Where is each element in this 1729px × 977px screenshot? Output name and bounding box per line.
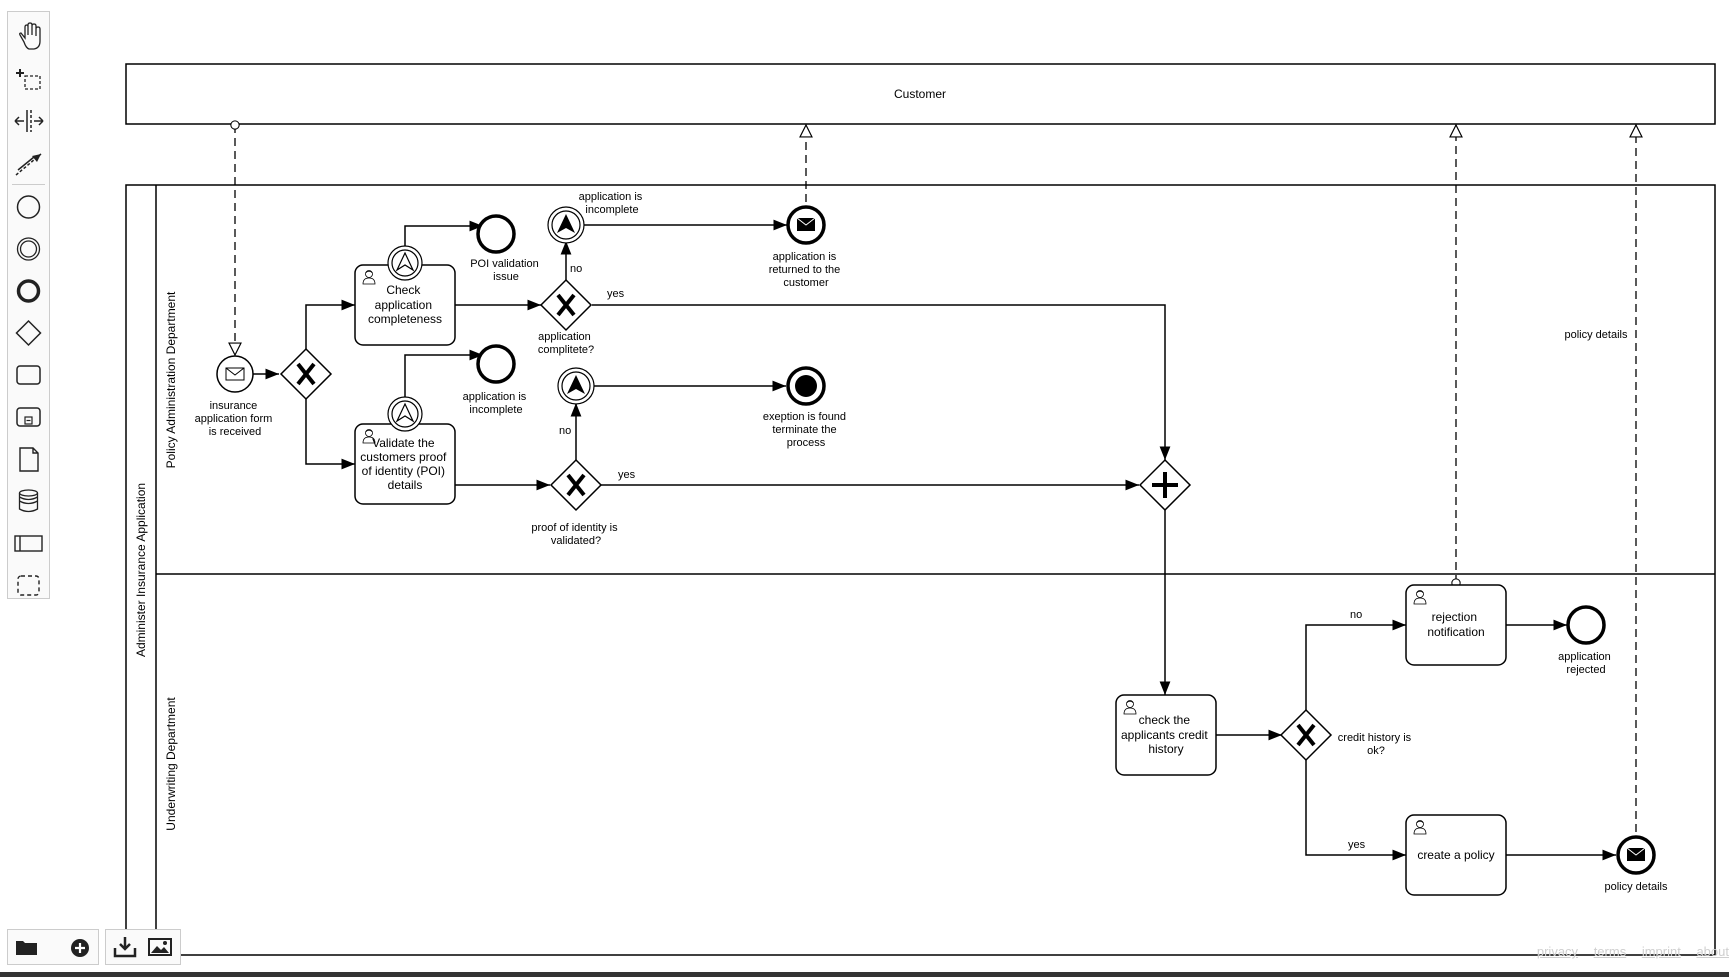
message-end-returned-label: application is returned to the customer: [769, 251, 844, 289]
terminate-end-event[interactable]: [786, 366, 826, 406]
task-check-completeness[interactable]: Check application completeness: [354, 264, 456, 346]
message-end-event-policy[interactable]: [1616, 835, 1656, 875]
file-actions: [7, 929, 99, 965]
flow-boundary-to-poi-issue[interactable]: [404, 220, 483, 247]
data-object-icon[interactable]: [10, 440, 47, 478]
intermediate-event-icon[interactable]: [10, 230, 47, 268]
flow-label-no-3: no: [1350, 609, 1362, 621]
boundary-escalation-event-1[interactable]: [387, 245, 423, 281]
parallel-gateway[interactable]: [1138, 458, 1192, 512]
exclusive-gateway-poi[interactable]: [549, 458, 603, 512]
start-message-event[interactable]: [216, 355, 254, 393]
download-icon[interactable]: [109, 931, 141, 963]
flow-split-to-validate[interactable]: [305, 399, 355, 470]
task-rejection-label: rejection notification: [1427, 610, 1484, 639]
export-image-icon[interactable]: [144, 931, 176, 963]
main-pool-label: Administer Insurance Application: [134, 483, 148, 657]
exclusive-gateway-split[interactable]: [279, 347, 333, 401]
footer-links: privacy terms imprint about: [1525, 944, 1729, 959]
customer-pool[interactable]: Customer: [125, 63, 1716, 125]
escalation-1-label: application is incomplete: [579, 191, 646, 216]
privacy-link[interactable]: privacy: [1536, 944, 1579, 959]
flow-yes-to-parallel[interactable]: [592, 304, 1171, 460]
data-store-icon[interactable]: [10, 482, 47, 520]
flow-yes-to-policy[interactable]: [1305, 760, 1406, 861]
group-icon[interactable]: [10, 566, 47, 604]
terms-link[interactable]: terms: [1593, 944, 1627, 959]
escalation-throw-event-2[interactable]: [557, 367, 595, 405]
export-actions: [105, 929, 181, 965]
task-create-policy[interactable]: create a policy: [1405, 814, 1507, 896]
flow-boundary-to-incomplete[interactable]: [404, 349, 483, 406]
task-validate-label: Validate the customers proof of identity…: [360, 436, 449, 492]
end-poi-issue-label: POI validation issue: [470, 258, 542, 283]
imprint-link[interactable]: imprint: [1641, 944, 1681, 959]
policy-details-flow-label: policy details: [1565, 329, 1628, 341]
end-event-icon[interactable]: [10, 272, 47, 310]
exclusive-gateway-complete[interactable]: [539, 278, 593, 332]
gateway-credit-label: credit history is ok?: [1338, 732, 1414, 757]
sequence-flows: [253, 219, 1616, 861]
task-rejection-notification[interactable]: rejection notification: [1405, 584, 1507, 666]
boundary-escalation-event-2[interactable]: [387, 396, 423, 432]
end-event-rejected[interactable]: [1566, 605, 1606, 645]
end-event-incomplete[interactable]: [476, 344, 516, 384]
lasso-tool-icon[interactable]: [10, 60, 47, 98]
exclusive-gateway-credit[interactable]: [1279, 708, 1333, 762]
pool-icon[interactable]: [10, 524, 47, 562]
task-policy-label: create a policy: [1417, 848, 1494, 862]
end-rejected-label: application rejected: [1558, 651, 1614, 676]
customer-pool-label: Customer: [894, 87, 946, 101]
connect-tool-icon[interactable]: [10, 144, 47, 182]
flow-label-no-2: no: [559, 425, 571, 437]
task-validate-poi[interactable]: Validate the customers proof of identity…: [354, 423, 456, 505]
end-incomplete-label: application is incomplete: [463, 391, 530, 416]
open-folder-icon[interactable]: [11, 931, 43, 963]
message-flows: [235, 125, 1636, 832]
tool-palette: [7, 11, 50, 599]
task-icon[interactable]: [10, 356, 47, 394]
hand-tool-icon[interactable]: [10, 18, 47, 56]
bottom-border: [0, 972, 1729, 977]
new-diagram-icon[interactable]: [64, 931, 96, 963]
escalation-throw-event-1[interactable]: [547, 206, 585, 244]
start-event-icon[interactable]: [10, 188, 47, 226]
flow-label-yes-3: yes: [1348, 839, 1366, 851]
start-event-label: insurance application form is received: [195, 400, 276, 438]
space-tool-icon[interactable]: [10, 102, 47, 140]
lane-policy-label: Policy Administration Department: [164, 291, 178, 468]
flow-label-no-1: no: [570, 263, 582, 275]
flow-split-to-check[interactable]: [305, 299, 355, 349]
flow-label-yes-2: yes: [618, 469, 636, 481]
flow-label-yes-1: yes: [607, 288, 625, 300]
terminate-end-label: exeption is found terminate the process: [763, 411, 849, 449]
message-end-event-returned[interactable]: [786, 205, 826, 245]
flow-no-to-rejection[interactable]: [1305, 619, 1406, 710]
gateway-icon[interactable]: [10, 314, 47, 352]
end-event-poi-issue[interactable]: [476, 214, 516, 254]
task-check-label: Check application completeness: [368, 283, 442, 326]
task-check-credit[interactable]: check the applicants credit history: [1115, 694, 1217, 776]
end-policy-label: policy details: [1605, 881, 1668, 893]
lane-underwriting-label: Underwriting Department: [164, 697, 178, 831]
about-link[interactable]: about: [1696, 944, 1729, 959]
gateway-poi-label: proof of identity is validated?: [531, 522, 620, 547]
subprocess-icon[interactable]: [10, 398, 47, 436]
gateway-complete-label: application complitete?: [538, 331, 594, 356]
task-credit-label: check the applicants credit history: [1121, 713, 1211, 756]
